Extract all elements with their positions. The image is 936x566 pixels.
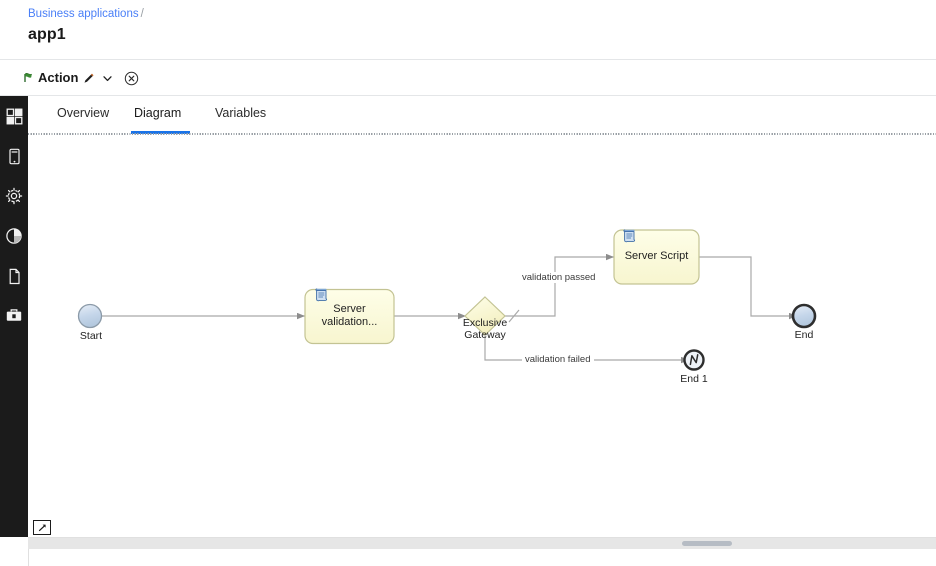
node-exclusive-gateway	[464, 296, 506, 336]
edge-gateway-to-task2	[505, 253, 614, 317]
footer-area	[0, 549, 936, 566]
toolbox-icon	[5, 307, 23, 325]
action-bar: Action	[0, 60, 936, 96]
tab-overview[interactable]: Overview	[57, 106, 110, 120]
gear-icon	[5, 187, 23, 205]
node-label-exclusive-gateway: Exclusive Gateway	[462, 317, 508, 341]
edge-label-validation-failed: validation failed	[522, 354, 594, 365]
page-header: Business applications/ app1	[0, 0, 936, 60]
action-label[interactable]: Action	[38, 69, 79, 85]
error-bolt-icon	[689, 354, 699, 366]
left-sidebar	[0, 96, 28, 537]
node-label-server-script: Server Script	[624, 250, 689, 262]
sidebar-item-dashboard[interactable]	[0, 96, 28, 136]
chevron-down-icon[interactable]	[101, 68, 114, 88]
horizontal-scrollbar-track[interactable]	[28, 538, 936, 549]
node-label-end: End	[794, 329, 814, 341]
action-bar-divider	[0, 95, 936, 96]
green-flag-icon	[22, 68, 36, 88]
default-flow-marker	[508, 309, 520, 323]
node-label-server-validation: Server validation...	[321, 303, 378, 328]
expand-arrow-icon	[37, 523, 48, 533]
pie-chart-icon	[5, 227, 23, 245]
grid-icon	[6, 108, 23, 125]
sidebar-item-documents[interactable]	[0, 256, 28, 296]
breadcrumb-separator: /	[140, 8, 144, 20]
tab-variables[interactable]: Variables	[215, 106, 267, 120]
tab-bottom-dotted-border	[28, 133, 936, 135]
edge-task2-to-end	[699, 256, 797, 320]
edge-gateway-to-end1	[484, 336, 689, 364]
file-icon	[6, 268, 23, 285]
node-label-end1: End 1	[680, 373, 708, 385]
canvas-bottom-divider	[28, 537, 936, 538]
node-end-event	[791, 303, 817, 329]
horizontal-scrollbar-thumb[interactable]	[682, 541, 732, 546]
node-label-start: Start	[79, 330, 103, 342]
sidebar-item-mobile[interactable]	[0, 136, 28, 176]
header-divider	[0, 59, 936, 60]
mobile-device-icon	[6, 148, 23, 165]
node-script-task-server-script	[613, 229, 700, 285]
tab-diagram[interactable]: Diagram	[134, 106, 182, 120]
breadcrumb: Business applications/	[28, 7, 144, 21]
script-icon	[315, 288, 328, 302]
node-start-event	[77, 303, 103, 329]
edge-label-validation-passed: validation passed	[519, 272, 599, 283]
circle-close-icon[interactable]	[124, 68, 139, 88]
sidebar-item-toolbox[interactable]	[0, 296, 28, 336]
bpmn-diagram	[77, 229, 817, 371]
expand-canvas-button[interactable]	[33, 520, 51, 535]
diagram-canvas[interactable]: Start Server validation... Exclusive Gat…	[28, 135, 936, 537]
pencil-icon[interactable]	[82, 68, 95, 88]
sidebar-item-settings[interactable]	[0, 176, 28, 216]
page-title: app1	[28, 26, 66, 43]
footer-left-divider	[28, 549, 29, 566]
script-icon	[623, 229, 636, 243]
sidebar-item-analytics[interactable]	[0, 216, 28, 256]
node-script-task-server-validation	[304, 288, 395, 345]
breadcrumb-link-business-applications[interactable]: Business applications	[28, 8, 139, 20]
active-tab-underline	[131, 131, 190, 134]
tab-bar: Overview Diagram Variables	[28, 96, 936, 134]
